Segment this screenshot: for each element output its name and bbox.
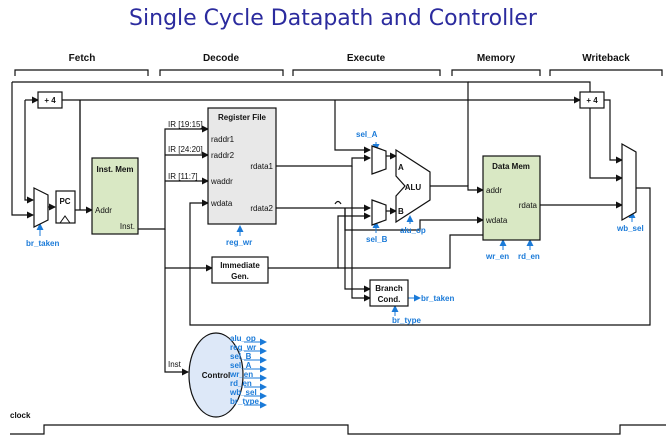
- ctrl-out-wr-en: wr_en: [229, 370, 253, 379]
- mux-a: [371, 145, 387, 175]
- slide-title: Single Cycle Datapath and Controller: [129, 6, 537, 31]
- data-mem-title: Data Mem: [492, 162, 530, 171]
- rf-wdata: wdata: [210, 199, 233, 208]
- inst-mem-title: Inst. Mem: [97, 165, 134, 174]
- sig-sel-b: sel_B: [366, 235, 388, 244]
- data-mem-addr: addr: [486, 186, 502, 195]
- sig-reg-wr: reg_wr: [226, 238, 252, 247]
- data-mem: Data Mem addr wdata rdata: [482, 155, 541, 241]
- clock-waveform: [10, 424, 666, 435]
- pc-mux: [33, 187, 49, 228]
- sig-br-type: br_type: [392, 316, 421, 325]
- stage-execute: Execute: [347, 53, 386, 64]
- clock-label: clock: [10, 411, 31, 420]
- inst-mem: Inst. Mem Addr Inst.: [91, 157, 139, 235]
- sig-sel-a: sel_A: [356, 130, 378, 139]
- branch-cond: Branch Cond.: [369, 279, 409, 307]
- inst-mem-inst: Inst.: [120, 222, 135, 231]
- stage-memory: Memory: [477, 53, 516, 64]
- sig-wr-en: wr_en: [485, 252, 509, 261]
- ctrl-out-rd-en: rd_en: [230, 379, 252, 388]
- wb-adder-label: + 4: [586, 96, 598, 105]
- ir-field-rs2: IR [24:20]: [168, 145, 203, 154]
- inst-mem-addr: Addr: [95, 206, 112, 215]
- rf-rdata1: rdata1: [250, 162, 273, 171]
- sig-br-taken-out: br_taken: [421, 294, 454, 303]
- mux-b: [371, 199, 387, 226]
- datapath-wires: [11, 81, 651, 376]
- immediate-gen: Immediate Gen.: [211, 256, 269, 284]
- sig-br-taken: br_taken: [26, 239, 59, 248]
- data-mem-wdata: wdata: [485, 216, 508, 225]
- alu: ALU A B: [395, 148, 431, 224]
- ctrl-out-wb-sel: wb_sel: [229, 388, 257, 397]
- wb-mux: [621, 142, 637, 222]
- pc-adder-label: + 4: [44, 96, 56, 105]
- rf-waddr: waddr: [210, 177, 233, 186]
- alu-input-a: A: [398, 163, 404, 172]
- branch-cond-line1: Branch: [375, 284, 403, 293]
- control-inst-label: Inst: [168, 360, 182, 369]
- ctrl-out-sel-b: sel_B: [230, 352, 252, 361]
- pc-register: PC: [55, 190, 76, 224]
- alu-label: ALU: [405, 183, 422, 192]
- alu-input-b: B: [398, 207, 404, 216]
- imm-gen-line2: Gen.: [231, 272, 249, 281]
- control-label: Control: [202, 371, 230, 380]
- ir-field-rd: IR [11:7]: [168, 172, 198, 181]
- sig-rd-en: rd_en: [518, 252, 540, 261]
- rf-rdata2: rdata2: [250, 204, 273, 213]
- stage-fetch: Fetch: [69, 53, 96, 64]
- sig-wb-sel: wb_sel: [616, 224, 644, 233]
- pc-plus4-adder: + 4: [37, 91, 63, 109]
- ctrl-out-alu-op: alu_op: [230, 334, 256, 343]
- rf-raddr2: raddr2: [211, 151, 235, 160]
- ctrl-out-reg-wr: reg_wr: [230, 343, 256, 352]
- ir-field-rs1: IR [19:15]: [168, 120, 203, 129]
- pc-label: PC: [59, 197, 70, 206]
- branch-cond-line2: Cond.: [378, 295, 401, 304]
- stage-decode: Decode: [203, 53, 240, 64]
- sig-alu-op: alu_op: [400, 226, 426, 235]
- wb-plus4-adder: + 4: [579, 91, 605, 109]
- imm-gen-line1: Immediate: [220, 261, 260, 270]
- register-file-title: Register File: [218, 113, 267, 122]
- data-mem-rdata: rdata: [519, 201, 538, 210]
- control-unit: Control Inst: [168, 332, 244, 418]
- register-file: Register File raddr1 raddr2 waddr wdata …: [207, 107, 277, 225]
- stage-braces: [14, 69, 663, 76]
- ctrl-out-sel-a: sel_A: [230, 361, 252, 370]
- rf-raddr1: raddr1: [211, 135, 235, 144]
- stage-writeback: Writeback: [582, 53, 630, 64]
- ctrl-out-br-type: br_type: [230, 397, 259, 406]
